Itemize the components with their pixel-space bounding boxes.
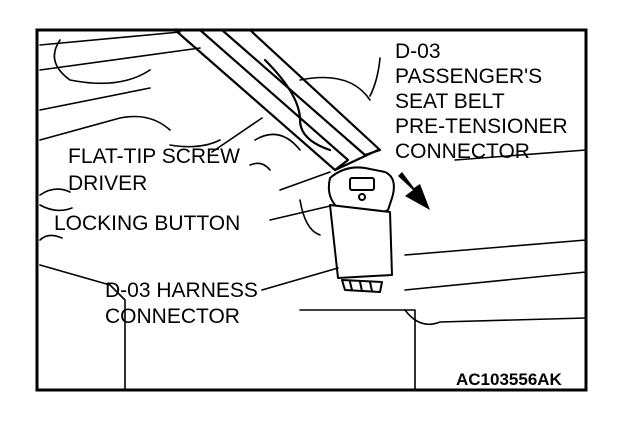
figure-border xyxy=(35,28,588,392)
connector-label-line-1: D-03 xyxy=(395,40,441,63)
harness-label-line-1: D-03 HARNESS xyxy=(105,279,258,302)
figure-code: AC103556AK xyxy=(456,370,563,389)
harness-connector xyxy=(329,204,393,293)
screwdriver-label-line-1: FLAT-TIP SCREW xyxy=(68,145,240,168)
pre-tensioner-connector xyxy=(327,166,395,217)
harness-label-line-2: CONNECTOR xyxy=(105,305,240,328)
connector-label: D-03 PASSENGER'S SEAT BELT PRE-TENSIONER… xyxy=(395,40,568,163)
connector-label-line-4: PRE-TENSIONER xyxy=(395,115,568,138)
vehicle-body-background xyxy=(39,31,587,391)
screwdriver-label-line-2: DRIVER xyxy=(68,172,147,195)
locking-button-icon xyxy=(349,177,375,191)
connector-label-line-3: SEAT BELT xyxy=(395,90,505,113)
leader-lines xyxy=(211,57,381,291)
harness-label: D-03 HARNESS CONNECTOR xyxy=(105,279,258,328)
pull-direction-arrow xyxy=(398,172,430,210)
connector-label-line-2: PASSENGER'S xyxy=(395,65,542,88)
connector-label-line-5: CONNECTOR xyxy=(395,140,530,163)
screwdriver xyxy=(173,28,382,172)
locking-button-label: LOCKING BUTTON xyxy=(54,212,240,235)
screwdriver-label: FLAT-TIP SCREW DRIVER xyxy=(68,145,240,195)
